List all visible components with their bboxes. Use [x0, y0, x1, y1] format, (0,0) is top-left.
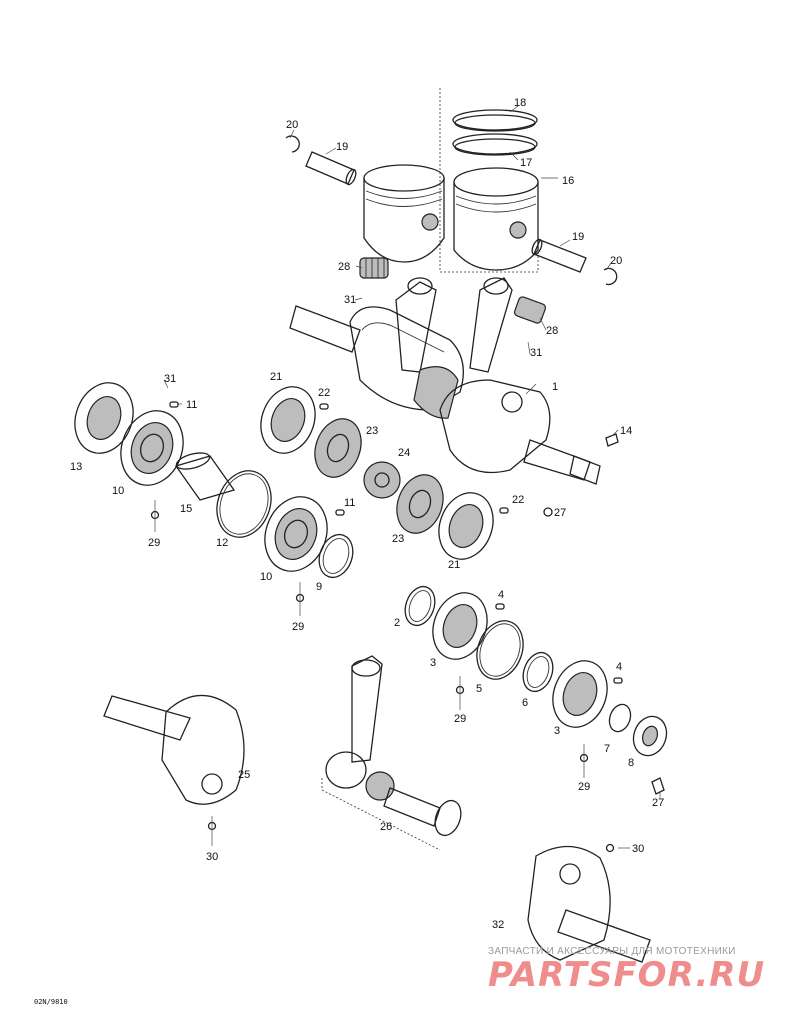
ball-bearing-3-upper: [432, 592, 488, 660]
oil-seal-left: [74, 382, 134, 454]
pin-22-lower: [499, 507, 509, 514]
watermark-logo: PARTSFOR.RU: [488, 955, 765, 995]
callout-27-lower: 27: [652, 797, 664, 809]
watermark-subtitle: ЗАПЧАСТИ И АКСЕССУАРЫ ДЛЯ МОТОТЕХНИКИ: [488, 946, 736, 957]
piston-ring-lower: [452, 133, 538, 156]
spacer-sleeve: [174, 452, 236, 501]
ball-bearing-3-lower: [552, 660, 608, 728]
drawing-code: 02N/9810: [34, 998, 68, 1006]
piston-pin-right: [531, 238, 587, 273]
gear-24: [363, 461, 401, 499]
callout-11-lower: 11: [344, 497, 355, 509]
piston-right: [453, 167, 539, 271]
o-ring-12: [216, 470, 272, 538]
callout-8: 8: [628, 757, 634, 769]
callout-1: 1: [552, 381, 558, 393]
watermark: ЗАПЧАСТИ И АКСЕССУАРЫ ДЛЯ МОТОТЕХНИКИ PA…: [488, 946, 765, 995]
pin-11-lower: [335, 509, 345, 516]
callout-29-a: 29: [148, 537, 160, 549]
bearing-23-left: [314, 418, 362, 478]
callout-28-left: 28: [338, 261, 350, 273]
callout-31-mid: 31: [530, 347, 542, 359]
callout-28-right: 28: [546, 325, 558, 337]
ring-2: [404, 585, 436, 627]
leader-lines: [154, 105, 661, 849]
dowel-30-right: [605, 843, 615, 853]
callout-3-upper: 3: [430, 657, 436, 669]
callout-5: 5: [476, 683, 482, 695]
pin-4-lower: [613, 677, 623, 684]
needle-bearing-left: [359, 257, 389, 279]
callout-10-lower: 10: [260, 571, 272, 583]
callout-2: 2: [394, 617, 400, 629]
circlip-right: [603, 267, 618, 286]
nut-27-upper: [543, 507, 553, 517]
callout-32: 32: [492, 919, 504, 931]
pin-22-upper: [319, 403, 329, 410]
piston-ring-upper: [452, 109, 538, 132]
callout-4-upper: 4: [498, 589, 504, 601]
callout-31-left: 31: [164, 373, 176, 385]
pin-11-upper: [169, 401, 179, 408]
callout-14: 14: [620, 425, 632, 437]
pin-4-upper: [495, 603, 505, 610]
callout-27-upper: 27: [554, 507, 566, 519]
needle-bearing-right: [513, 296, 547, 324]
ball-bearing-left-outer: [120, 410, 184, 486]
callout-26: 26: [380, 821, 392, 833]
ring-7: [608, 703, 632, 733]
callout-15: 15: [180, 503, 192, 515]
callout-30-right: 30: [632, 843, 644, 855]
bearing-23-right: [396, 474, 444, 534]
callout-18: 18: [514, 97, 526, 109]
callout-10-upper: 10: [112, 485, 124, 497]
connecting-rod-26: [321, 655, 462, 851]
callout-23-upper: 23: [366, 425, 378, 437]
callout-20-top: 20: [286, 119, 298, 131]
callout-25: 25: [238, 769, 250, 781]
piston-left: [363, 164, 445, 263]
callout-20-right: 20: [610, 255, 622, 267]
callout-4-lower: 4: [616, 661, 622, 673]
ball-bearing-21-lower: [438, 492, 494, 560]
callout-29-c: 29: [454, 713, 466, 725]
crank-half-25: [103, 694, 245, 805]
seal-8: [632, 715, 668, 757]
callout-7: 7: [604, 743, 610, 755]
callout-24: 24: [398, 447, 410, 459]
ball-bearing-left-inner: [264, 496, 328, 572]
callout-16: 16: [562, 175, 574, 187]
callout-12: 12: [216, 537, 228, 549]
nut-27-lower: [651, 777, 665, 795]
callout-29-d: 29: [578, 781, 590, 793]
ring-6: [522, 651, 554, 693]
callout-19-right: 19: [572, 231, 584, 243]
callout-30-left: 30: [206, 851, 218, 863]
callout-21-lower: 21: [448, 559, 460, 571]
callout-29-b: 29: [292, 621, 304, 633]
callout-9: 9: [316, 581, 322, 593]
ball-bearing-21-upper: [260, 386, 316, 454]
crankshaft-assembly: [289, 277, 601, 485]
callout-19-top: 19: [336, 141, 348, 153]
callout-21-upper: 21: [270, 371, 282, 383]
callout-17: 17: [520, 157, 532, 169]
circlip-left: [285, 135, 300, 153]
callout-6: 6: [522, 697, 528, 709]
callout-31-top: 31: [344, 294, 356, 306]
callout-labels: 18 17 16 20 19 19 20 28 31 28 31 1 31 11…: [70, 97, 664, 931]
callout-22-lower: 22: [512, 494, 524, 506]
ring-9: [318, 533, 354, 579]
callout-23-lower: 23: [392, 533, 404, 545]
callout-13: 13: [70, 461, 82, 473]
crank-half-32: [527, 845, 651, 963]
callout-11-upper: 11: [186, 399, 197, 411]
callout-3-lower: 3: [554, 725, 560, 737]
o-ring-5: [476, 620, 524, 680]
callout-22-upper: 22: [318, 387, 330, 399]
piston-pin-left: [305, 151, 357, 186]
